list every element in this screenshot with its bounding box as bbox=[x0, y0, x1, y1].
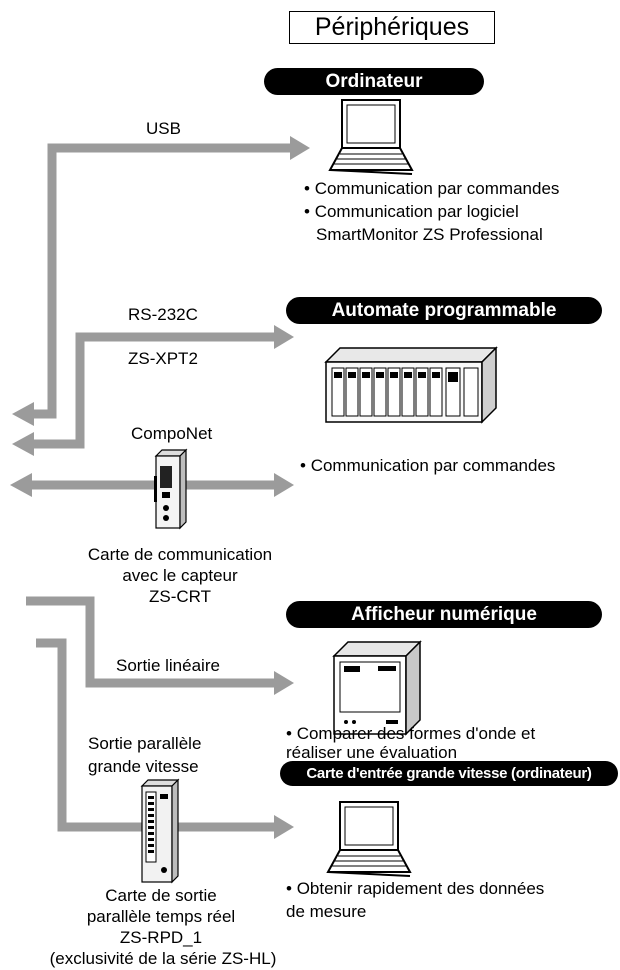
rs232c-arrow-left-head bbox=[12, 432, 34, 456]
comm-unit-model: ZS-CRT bbox=[148, 587, 212, 606]
plc-bullet: Communication par commandes bbox=[300, 455, 556, 476]
computer-header: Ordinateur bbox=[264, 68, 484, 95]
linear-output-line bbox=[26, 596, 274, 688]
parallel-output-arrow-head bbox=[274, 815, 294, 839]
rs232c-arrow-right-head bbox=[274, 325, 294, 349]
usb-line bbox=[34, 143, 290, 419]
comm-unit-caption: Carte de communication bbox=[87, 545, 273, 564]
display-bullet-continuation: réaliser une évaluation bbox=[286, 743, 458, 762]
zs-xpt2-label: ZS-XPT2 bbox=[128, 349, 198, 368]
din-rail-module-icon bbox=[154, 448, 188, 530]
rs232c-label: RS-232C bbox=[128, 305, 198, 324]
usb-arrow-left-head bbox=[12, 402, 34, 426]
plc-header: Automate programmable bbox=[286, 297, 602, 324]
laptop-icon bbox=[326, 801, 412, 877]
digital-panel-meter-icon bbox=[332, 640, 422, 736]
componet-arrow-left-head bbox=[10, 473, 32, 497]
parallel-unit-caption: Carte de sortie bbox=[105, 886, 217, 905]
highspeed-header: Carte d'entrée grande vitesse (ordinateu… bbox=[280, 761, 618, 786]
rs232c-line bbox=[34, 332, 274, 449]
page-title: Périphériques bbox=[289, 11, 495, 44]
comm-unit-caption: avec le capteur bbox=[122, 566, 238, 585]
highspeed-bullet-continuation: de mesure bbox=[286, 902, 367, 921]
display-bullet: Comparer des formes d'onde et bbox=[286, 723, 536, 744]
usb-label: USB bbox=[146, 119, 181, 138]
parallel-unit-caption: parallèle temps réel bbox=[86, 907, 236, 926]
parallel-output-label: Sortie parallèle bbox=[88, 734, 202, 753]
laptop-icon bbox=[328, 99, 414, 175]
linear-output-label: Sortie linéaire bbox=[116, 656, 220, 675]
parallel-unit-note: (exclusivité de la série ZS-HL) bbox=[49, 949, 277, 968]
parallel-output-unit-icon bbox=[140, 778, 180, 884]
plc-rack-icon bbox=[324, 346, 498, 424]
computer-bullet: Communication par commandes bbox=[304, 178, 560, 199]
computer-bullet: Communication par logiciel bbox=[304, 201, 519, 222]
componet-label: CompoNet bbox=[131, 424, 213, 443]
computer-bullet-continuation: SmartMonitor ZS Professional bbox=[316, 225, 543, 244]
usb-arrow-right-head bbox=[290, 136, 310, 160]
linear-output-arrow-head bbox=[274, 671, 294, 695]
componet-arrow-right-head bbox=[274, 473, 294, 497]
parallel-unit-model: ZS-RPD_1 bbox=[119, 928, 203, 947]
display-header: Afficheur numérique bbox=[286, 601, 602, 628]
highspeed-bullet: Obtenir rapidement des données bbox=[286, 878, 545, 899]
parallel-output-label: grande vitesse bbox=[88, 757, 199, 776]
